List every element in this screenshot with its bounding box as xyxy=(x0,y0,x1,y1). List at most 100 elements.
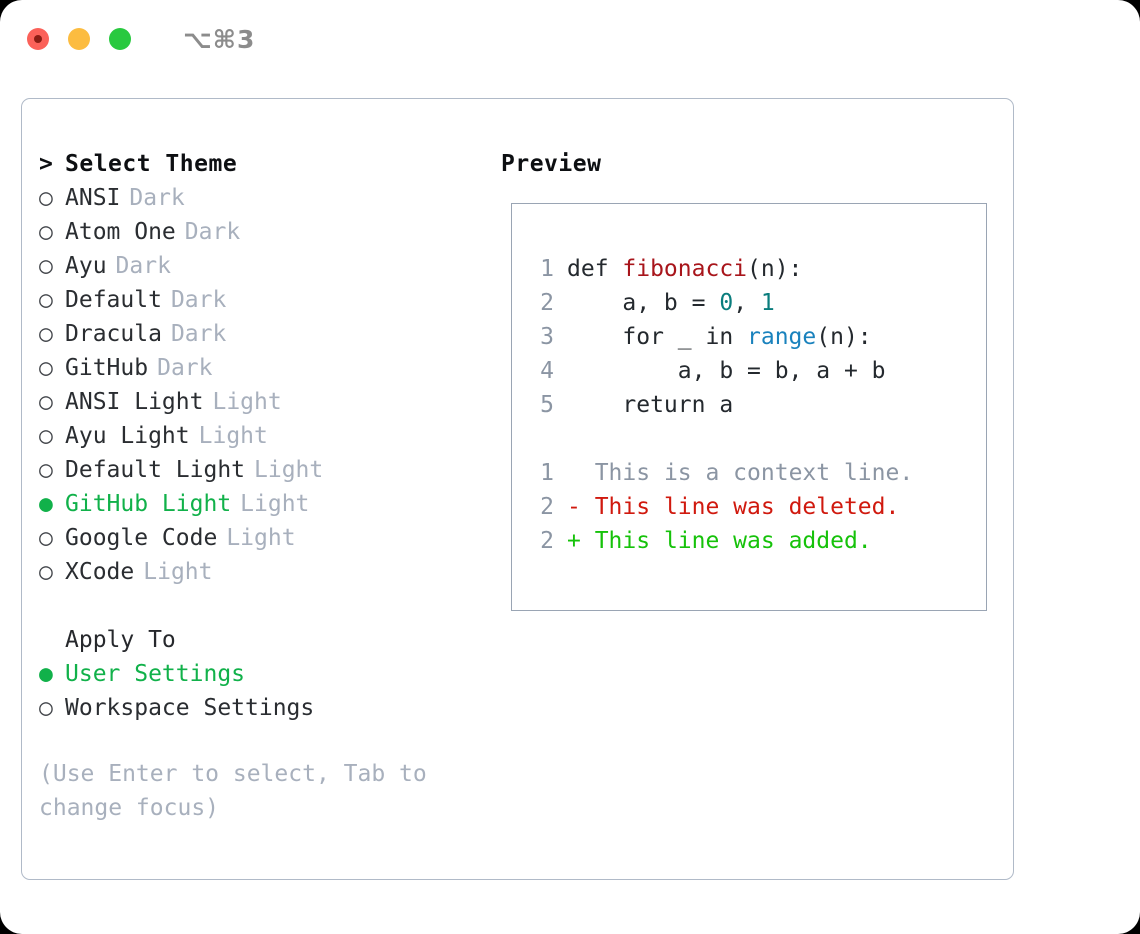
theme-name-label: GitHub Light xyxy=(65,491,232,517)
apply-to-option[interactable]: ● User Settings xyxy=(39,657,499,691)
code-line-text: def fibonacci(n): xyxy=(567,252,802,286)
apply-to-option-label: Workspace Settings xyxy=(65,695,315,721)
radio-selected-icon[interactable]: ● xyxy=(39,661,53,687)
theme-variant-label: Light xyxy=(226,525,296,551)
theme-variant-label: Light xyxy=(240,491,310,517)
code-token-plain: (n): xyxy=(816,324,872,350)
theme-list-item[interactable]: ○ GitHub Dark xyxy=(39,351,499,385)
code-line: 3 for _ in range(n): xyxy=(524,320,986,354)
code-line-number: 5 xyxy=(540,392,554,418)
code-line-number: 4 xyxy=(540,358,554,384)
diff-spacer xyxy=(524,422,986,456)
theme-name-label: ANSI xyxy=(65,185,121,211)
code-token-plain: return a xyxy=(567,392,734,418)
code-line: 4 a, b = b, a + b xyxy=(524,354,986,388)
close-window-button[interactable] xyxy=(27,28,49,50)
code-line-number: 3 xyxy=(540,324,554,350)
preview-title: Preview xyxy=(501,151,602,177)
apply-to-header-label: Apply To xyxy=(65,627,176,653)
radio-unselected-icon[interactable]: ○ xyxy=(39,185,53,211)
code-token-builtin: range xyxy=(747,324,817,350)
code-token-plain: def xyxy=(567,256,623,282)
theme-variant-label: Dark xyxy=(184,219,241,245)
theme-list-item[interactable]: ○ ANSI Dark xyxy=(39,181,499,215)
zoom-window-button[interactable] xyxy=(109,28,131,50)
theme-list-item[interactable]: ○ Default Light Light xyxy=(39,453,499,487)
radio-unselected-icon[interactable]: ○ xyxy=(39,253,53,279)
diff-line-number: 2 xyxy=(540,494,554,520)
code-line-text: return a xyxy=(567,388,733,422)
title-bar: ⌥⌘3 xyxy=(0,0,1140,78)
theme-list-item[interactable]: ○ XCode Light xyxy=(39,555,499,589)
theme-list-item[interactable]: ● GitHub Light Light xyxy=(39,487,499,521)
diff-line-text: This line was added. xyxy=(580,528,872,554)
theme-variant-label: Light xyxy=(143,559,213,585)
radio-unselected-icon[interactable]: ○ xyxy=(39,287,53,313)
theme-variant-label: Light xyxy=(212,389,282,415)
theme-variant-label: Dark xyxy=(129,185,185,211)
radio-unselected-icon[interactable]: ○ xyxy=(39,219,53,245)
code-token-plain: a, b = xyxy=(567,290,720,316)
theme-name-label: Atom One xyxy=(65,219,176,245)
apply-to-marker-placeholder xyxy=(39,623,65,657)
theme-variant-label: Dark xyxy=(170,287,227,313)
code-line-text: a, b = 0, 1 xyxy=(567,286,775,320)
radio-unselected-icon[interactable]: ○ xyxy=(39,695,53,721)
section-spacer xyxy=(39,589,499,623)
theme-name-label: Default Light xyxy=(65,457,246,483)
diff-line-text: This is a context line. xyxy=(580,460,914,486)
radio-unselected-icon[interactable]: ○ xyxy=(39,525,53,551)
theme-list-item[interactable]: ○ Ayu Dark xyxy=(39,249,499,283)
theme-name-label: ANSI Light xyxy=(65,389,204,415)
minimize-window-button[interactable] xyxy=(68,28,90,50)
diff-line-text: This line was deleted. xyxy=(580,494,900,520)
theme-name-label: Ayu Light xyxy=(65,423,190,449)
code-line-text: for _ in range(n): xyxy=(567,320,872,354)
radio-unselected-icon[interactable]: ○ xyxy=(39,389,53,415)
apply-to-option[interactable]: ○ Workspace Settings xyxy=(39,691,499,725)
radio-unselected-icon[interactable]: ○ xyxy=(39,559,53,585)
radio-unselected-icon[interactable]: ○ xyxy=(39,321,53,347)
theme-variant-label: Light xyxy=(254,457,324,483)
apply-to-header: Apply To xyxy=(39,623,499,657)
radio-selected-icon[interactable]: ● xyxy=(39,491,53,517)
theme-variant-label: Dark xyxy=(115,253,171,279)
prompt-caret-icon: > xyxy=(39,151,54,177)
hint-spacer xyxy=(39,725,499,757)
diff-sign xyxy=(567,456,581,490)
code-line-number: 2 xyxy=(540,290,554,316)
theme-variant-label: Dark xyxy=(170,321,227,347)
code-token-num: 1 xyxy=(760,290,775,316)
theme-name-label: XCode xyxy=(65,559,135,585)
keyboard-hint-text: (Use Enter to select, Tab to change focu… xyxy=(39,761,441,821)
radio-unselected-icon[interactable]: ○ xyxy=(39,355,53,381)
radio-unselected-icon[interactable]: ○ xyxy=(39,457,53,483)
apply-to-list: ● User Settings ○ Workspace Settings xyxy=(39,657,499,725)
traffic-light-group xyxy=(27,28,131,50)
diff-line-number: 2 xyxy=(540,528,554,554)
theme-list-item[interactable]: ○ ANSI Light Light xyxy=(39,385,499,419)
diff-line: 2+ This line was added. xyxy=(524,524,986,558)
radio-unselected-icon[interactable]: ○ xyxy=(39,423,53,449)
theme-list-item[interactable]: ○ Atom One Dark xyxy=(39,215,499,249)
diff-sample: 1 This is a context line.2- This line wa… xyxy=(524,456,986,558)
select-theme-header: > Select Theme xyxy=(39,147,499,181)
code-token-fn: fibonacci xyxy=(622,256,748,282)
theme-variant-label: Dark xyxy=(157,355,213,381)
code-token-num: 0 xyxy=(719,290,734,316)
theme-name-label: GitHub xyxy=(65,355,149,381)
theme-name-label: Ayu xyxy=(65,253,107,279)
apply-to-option-label: User Settings xyxy=(65,661,246,687)
